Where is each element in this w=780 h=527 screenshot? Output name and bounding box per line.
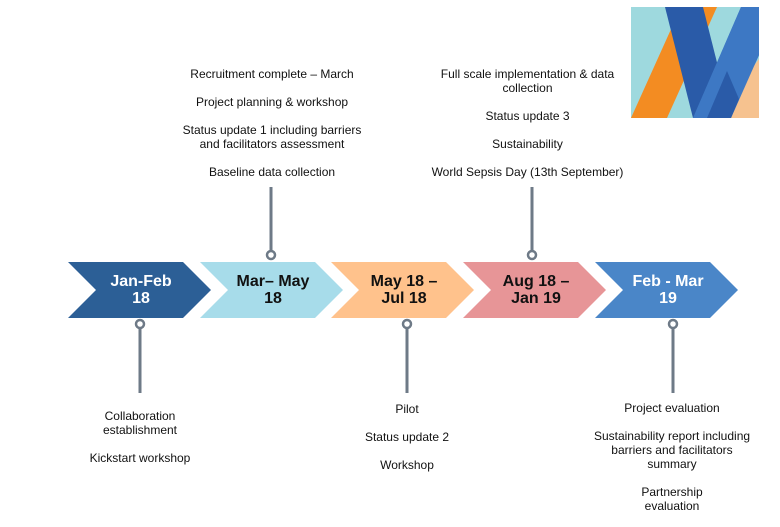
chevron-stage1 (68, 262, 211, 318)
chevron-stage4 (463, 262, 606, 318)
connector-dot-stage1 (134, 318, 146, 330)
note-world-sepsis-day: World Sepsis Day (13th September) (431, 165, 624, 179)
chevron-stage2 (200, 262, 343, 318)
chevron-stage5 (595, 262, 738, 318)
note-kickstart: Kickstart workshop (89, 451, 191, 465)
x-mark-logo-icon (631, 7, 759, 118)
stage5-label: Feb - Mar 19 (632, 273, 704, 307)
note-status-update-1: Status update 1 including barriers and f… (182, 123, 362, 151)
notes-aug-jan: Full scale implementation & data collect… (420, 67, 635, 193)
connector-dot-stage4 (526, 249, 538, 261)
note-sustainability: Sustainability (492, 137, 563, 151)
stage4-label: Aug 18 – Jan 19 (502, 273, 570, 307)
connector-dot-stage3 (401, 318, 413, 330)
note-project-evaluation: Project evaluation (624, 401, 720, 415)
stage3-label: May 18 – Jul 18 (370, 273, 438, 307)
notes-jan-feb: Collaboration establishment Kickstart wo… (70, 409, 210, 479)
note-partnership: Partnership evaluation (641, 485, 703, 513)
note-collaboration: Collaboration establishment (102, 409, 178, 437)
notes-may-jul: Pilot Status update 2 Workshop (337, 402, 477, 486)
note-recruitment: Recruitment complete – March (190, 67, 354, 81)
note-full-scale: Full scale implementation & data collect… (440, 67, 615, 95)
notes-mar-may: Recruitment complete – March Project pla… (162, 67, 382, 193)
connector-dot-stage5 (667, 318, 679, 330)
note-sustainability-report: Sustainability report including barriers… (593, 429, 751, 471)
chevron-stage3 (331, 262, 474, 318)
note-workshop: Workshop (380, 458, 434, 472)
note-baseline-data: Baseline data collection (208, 165, 336, 179)
connector-dot-stage2 (265, 249, 277, 261)
stage2-label: Mar– May 18 (236, 273, 310, 307)
stage1-label: Jan-Feb 18 (110, 273, 172, 307)
note-status-update-3: Status update 3 (485, 109, 570, 123)
notes-feb-mar: Project evaluation Sustainability report… (588, 401, 756, 527)
note-pilot: Pilot (395, 402, 419, 416)
note-status-update-2: Status update 2 (364, 430, 450, 444)
note-project-planning: Project planning & workshop (195, 95, 349, 109)
